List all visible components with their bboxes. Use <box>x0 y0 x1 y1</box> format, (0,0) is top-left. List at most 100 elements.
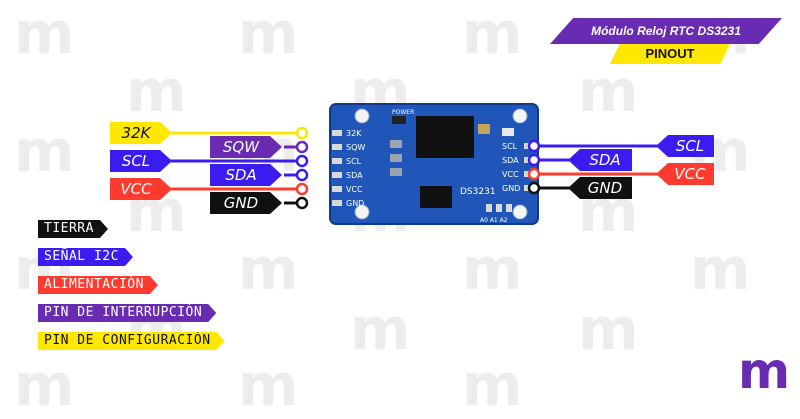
smd-component <box>392 116 406 124</box>
right-pin-name: SDA <box>502 156 519 165</box>
pin-tag-shape <box>110 178 172 200</box>
smd-component <box>390 168 402 176</box>
smd-component <box>478 124 490 134</box>
pin-tag-shape <box>568 177 632 199</box>
watermark-glyph: m <box>578 57 639 125</box>
power-silkscreen: POWER <box>392 109 414 116</box>
pinout-badge: PINOUT <box>610 44 730 64</box>
left-inner-pin-label: SQW <box>210 136 282 158</box>
pin-tag-text: VCC <box>120 180 152 198</box>
brand-logo: m <box>736 344 792 400</box>
pin-tag-text: 32K <box>122 124 152 142</box>
left-header-pin <box>332 200 342 206</box>
right-inner-pin-label: SDA <box>568 149 632 171</box>
eeprom-chip <box>420 186 452 208</box>
address-pad <box>486 204 492 212</box>
legend-item: TIERRA <box>38 220 108 238</box>
pin-connector <box>295 182 309 196</box>
right-pin-name: VCC <box>502 170 519 179</box>
watermark-glyph: m <box>126 57 187 125</box>
logo-glyph: m <box>738 344 790 400</box>
pin-tag-text: SDA <box>225 166 256 184</box>
watermark-glyph: m <box>238 0 299 67</box>
watermark-glyph: m <box>690 235 751 303</box>
smd-component <box>390 140 402 148</box>
watermark-glyph: m <box>462 0 523 67</box>
watermark-glyph: m <box>578 295 639 363</box>
pin-connector <box>527 181 541 195</box>
watermark-glyph: m <box>14 0 75 67</box>
legend-item: PIN DE CONFIGURACIÓN <box>38 332 225 350</box>
left-outer-pin-label: SCL <box>110 150 172 172</box>
smd-component <box>390 154 402 162</box>
pin-tag-shape <box>656 135 714 157</box>
left-header-pin <box>332 172 342 178</box>
left-outer-pin-label: 32K <box>110 122 172 144</box>
pin-connector <box>295 126 309 140</box>
logo-background <box>736 344 792 400</box>
left-header-pin <box>332 144 342 150</box>
left-header-pin <box>332 186 342 192</box>
left-pin-name: 32K <box>346 129 362 138</box>
pin-connector <box>295 154 309 168</box>
module-diagram-svg: POWER DS3231 A0 A1 A2 32K SQW SCL SDA VCC GND… <box>110 103 714 225</box>
pin-label-layer: 32K SCL VCC SQW SDA GND SCL VCC SDA GND <box>110 122 714 214</box>
right-outer-pin-label: SCL <box>656 135 714 157</box>
pinout-diagram: mmmmmmmmmmmmmmmmmmmmmmmm Módulo Reloj RT… <box>14 0 792 414</box>
mount-hole <box>354 204 370 220</box>
right-pin-name: SCL <box>502 142 518 151</box>
main-chip <box>416 116 474 158</box>
pin-tag-shape <box>210 164 282 186</box>
rtc-module-board: POWER DS3231 A0 A1 A2 32K SQW SCL SDA VCC GND… <box>329 103 539 225</box>
mount-hole <box>354 108 370 124</box>
left-pin-silkscreen: 32K SQW SCL SDA VCC GND <box>332 129 365 208</box>
pin-tag-text: GND <box>224 194 258 212</box>
address-silkscreen: A0 A1 A2 <box>480 217 508 224</box>
left-pin-name: GND <box>346 199 364 208</box>
address-pad <box>506 204 512 212</box>
legend-item: SEÑAL I2C <box>38 248 133 266</box>
pin-connector <box>295 140 309 154</box>
pin-connector <box>295 168 309 182</box>
pin-tag-shape <box>210 192 282 214</box>
left-pin-name: SDA <box>346 171 363 180</box>
pin-tag-text: VCC <box>674 165 706 183</box>
pin-tag-text: SQW <box>223 138 260 156</box>
right-pin-name: GND <box>502 184 520 193</box>
left-header-pin <box>332 158 342 164</box>
watermark-glyph: m <box>350 295 411 363</box>
pin-tag-text: GND <box>588 179 622 197</box>
mount-hole <box>512 204 528 220</box>
power-led <box>502 128 514 136</box>
pin-tag-text: SCL <box>122 152 150 170</box>
pin-tag-shape <box>656 163 714 185</box>
pin-connector <box>527 167 541 181</box>
chip-silkscreen: DS3231 <box>460 187 496 197</box>
watermark-glyph: m <box>238 235 299 303</box>
mount-hole <box>512 108 528 124</box>
pin-tag-shape <box>568 149 632 171</box>
left-header-pin <box>332 130 342 136</box>
watermark-glyph: m <box>462 235 523 303</box>
left-inner-pin-label: GND <box>210 192 282 214</box>
left-pin-name: VCC <box>346 185 363 194</box>
pin-tag-text: SDA <box>589 151 620 169</box>
pin-connector <box>527 139 541 153</box>
pin-tag-shape <box>210 136 282 158</box>
left-pin-name: SQW <box>346 143 365 152</box>
pin-connector <box>295 196 309 210</box>
pin-tag-shape <box>110 122 172 144</box>
legend-item: PIN DE INTERRUPCIÓN <box>38 304 216 322</box>
pin-tag-text: SCL <box>676 137 704 155</box>
pin-tag-shape <box>110 150 172 172</box>
watermark-glyph: m <box>14 117 75 185</box>
left-pin-name: SCL <box>346 157 362 166</box>
title-banner: Módulo Reloj RTC DS3231 <box>550 18 782 44</box>
left-inner-pin-label: SDA <box>210 164 282 186</box>
pin-connector <box>527 153 541 167</box>
wire-layer <box>168 126 660 210</box>
right-outer-pin-label: VCC <box>656 163 714 185</box>
legend-item: ALIMENTACIÓN <box>38 276 158 294</box>
right-inner-pin-label: GND <box>568 177 632 199</box>
left-outer-pin-label: VCC <box>110 178 172 200</box>
